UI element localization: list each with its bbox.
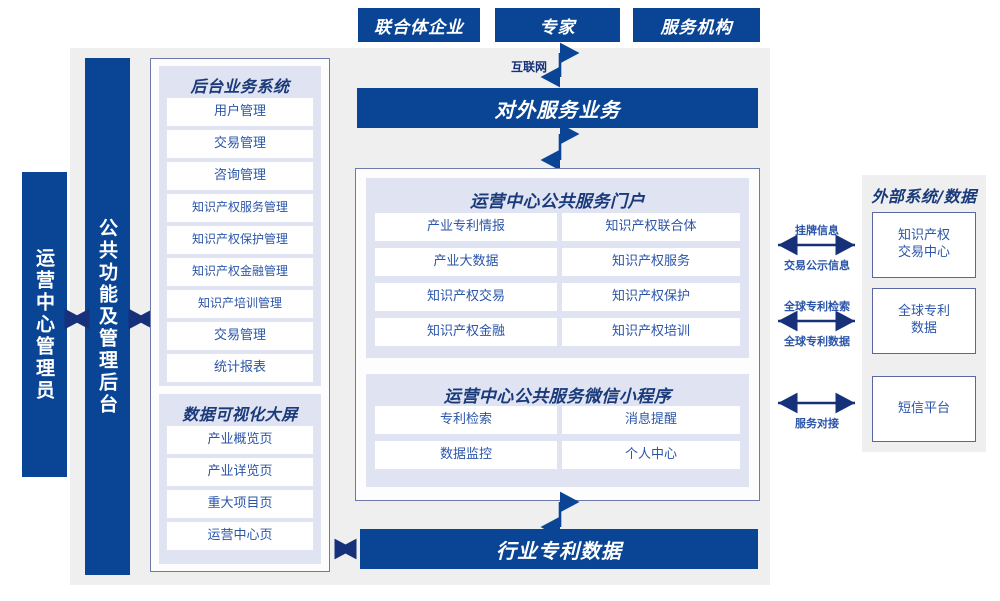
internet-label: 互联网 [510, 60, 547, 74]
backend-to-backstage-arrow [128, 308, 154, 330]
backstage-section-2-title: 数据可视化大屏 [182, 405, 298, 424]
external-box-global-patent[interactable]: 全球专利 数据 [872, 288, 976, 354]
service-to-portal-arrow [540, 123, 580, 171]
backstage-to-data-arrow [334, 538, 357, 560]
portal-cell[interactable]: 知识产权服务 [562, 248, 740, 276]
external-box-line1: 短信平台 [897, 400, 950, 416]
backstage-item[interactable]: 知识产培训管理 [167, 290, 313, 318]
operator-to-backend-arrow [64, 308, 90, 330]
external-systems-title: 外部系统/数据 [871, 187, 977, 206]
backstage-item[interactable]: 知识产权保护管理 [167, 226, 313, 254]
backstage-item[interactable]: 交易管理 [167, 130, 313, 158]
dashboard-item[interactable]: 产业概览页 [167, 426, 313, 454]
dashboard-item[interactable]: 产业详览页 [167, 458, 313, 486]
industry-patent-data-bar[interactable]: 行业专利数据 [360, 529, 758, 569]
external-box-ip-exchange[interactable]: 知识产权 交易中心 [872, 212, 976, 278]
external-link-arrow-2 [778, 310, 855, 332]
portal-to-data-arrow [540, 491, 580, 538]
external-box-line1: 全球专利 [897, 304, 950, 320]
external-link-label-3-below: 服务对接 [795, 417, 839, 430]
external-link-label-2-below: 全球专利数据 [784, 335, 850, 348]
portal-cell[interactable]: 知识产权联合体 [562, 213, 740, 241]
external-box-sms-platform[interactable]: 短信平台 [872, 376, 976, 442]
portal-title: 运营中心公共服务门户 [470, 192, 645, 212]
backstage-item[interactable]: 用户管理 [167, 98, 313, 126]
dashboard-item[interactable]: 重大项目页 [167, 490, 313, 518]
backstage-item[interactable]: 知识产权金融管理 [167, 258, 313, 286]
external-box-line2: 数据 [910, 321, 937, 336]
backstage-section-1-title: 后台业务系统 [190, 77, 290, 96]
dashboard-item[interactable]: 运营中心页 [167, 522, 313, 550]
external-box-line1: 知识产权 [897, 228, 950, 244]
public-function-backend-bar[interactable]: 公共功能及管理后台 [85, 58, 130, 575]
portal-cell[interactable]: 产业专利情报 [375, 213, 557, 241]
portal-cell[interactable]: 知识产权交易 [375, 283, 557, 311]
external-link-arrow-3 [778, 392, 855, 414]
backstage-item[interactable]: 咨询管理 [167, 162, 313, 190]
miniprogram-cell[interactable]: 数据监控 [375, 441, 557, 469]
miniprogram-cell[interactable]: 消息提醒 [562, 406, 740, 434]
portal-cell[interactable]: 知识产权金融 [375, 318, 557, 346]
portal-cell[interactable]: 知识产权培训 [562, 318, 740, 346]
backstage-item[interactable]: 交易管理 [167, 322, 313, 350]
external-link-label-1-above: 挂牌信息 [795, 224, 839, 237]
miniprogram-cell[interactable]: 专利检索 [375, 406, 557, 434]
operator-admin-bar[interactable]: 运营中心管理员 [22, 172, 67, 477]
external-link-label-2-above: 全球专利检索 [784, 300, 850, 313]
external-box-line2: 交易中心 [897, 245, 950, 260]
actor-box-3[interactable]: 服务机构 [633, 8, 760, 42]
external-link-label-1-below: 交易公示信息 [784, 259, 850, 272]
portal-cell[interactable]: 产业大数据 [375, 248, 557, 276]
internet-arrow [540, 42, 580, 88]
portal-cell[interactable]: 知识产权保护 [562, 283, 740, 311]
miniprogram-cell[interactable]: 个人中心 [562, 441, 740, 469]
actor-box-1[interactable]: 联合体企业 [358, 8, 480, 42]
miniprogram-title: 运营中心公共服务微信小程序 [443, 387, 672, 407]
backstage-item[interactable]: 知识产权服务管理 [167, 194, 313, 222]
backstage-item[interactable]: 统计报表 [167, 354, 313, 382]
external-link-arrow-1 [778, 234, 855, 256]
external-service-bar[interactable]: 对外服务业务 [357, 88, 758, 128]
actor-box-2[interactable]: 专家 [495, 8, 620, 42]
